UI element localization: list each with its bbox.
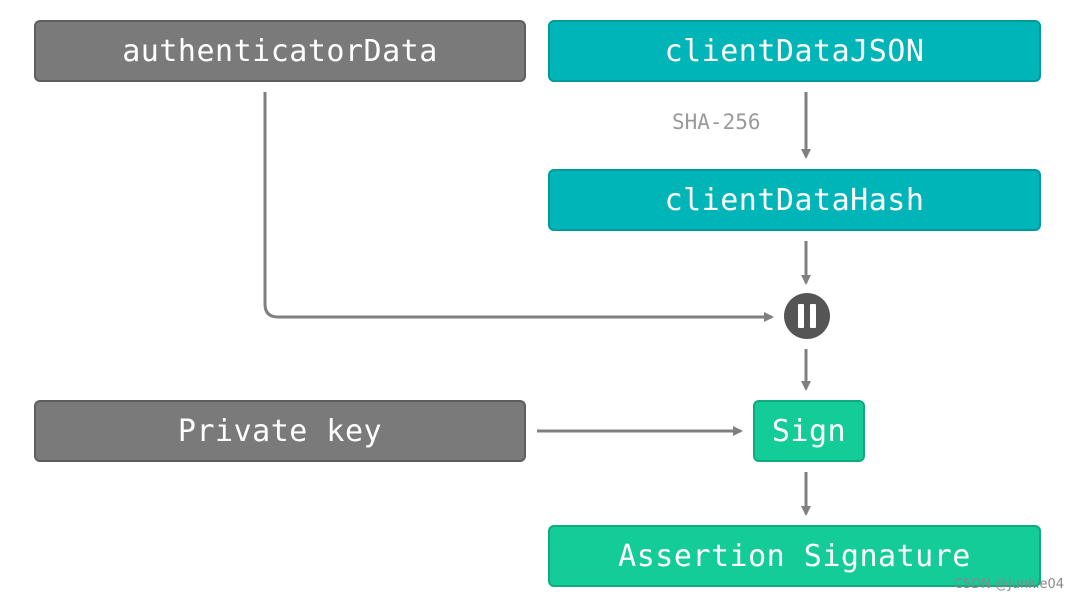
watermark: CSDN @Junkie04 — [953, 577, 1064, 592]
sign-label: Sign — [771, 413, 847, 449]
sha256-edge-label: SHA-256 — [672, 110, 761, 134]
client-data-hash-node: clientDataHash — [548, 169, 1041, 231]
auth-to-concat-arrow — [263, 92, 774, 322]
concatenation-icon — [784, 293, 830, 339]
client-data-json-label: clientDataJSON — [664, 33, 925, 69]
client-data-hash-label: clientDataHash — [664, 182, 925, 218]
authenticator-data-label: authenticatorData — [122, 33, 438, 69]
authenticator-data-node: authenticatorData — [34, 20, 526, 82]
private-key-node: Private key — [34, 400, 526, 462]
assertion-signature-label: Assertion Signature — [618, 538, 971, 574]
private-key-label: Private key — [177, 413, 383, 449]
client-data-json-node: clientDataJSON — [548, 20, 1041, 82]
sign-node: Sign — [753, 400, 865, 462]
assertion-signature-node: Assertion Signature — [548, 525, 1041, 587]
